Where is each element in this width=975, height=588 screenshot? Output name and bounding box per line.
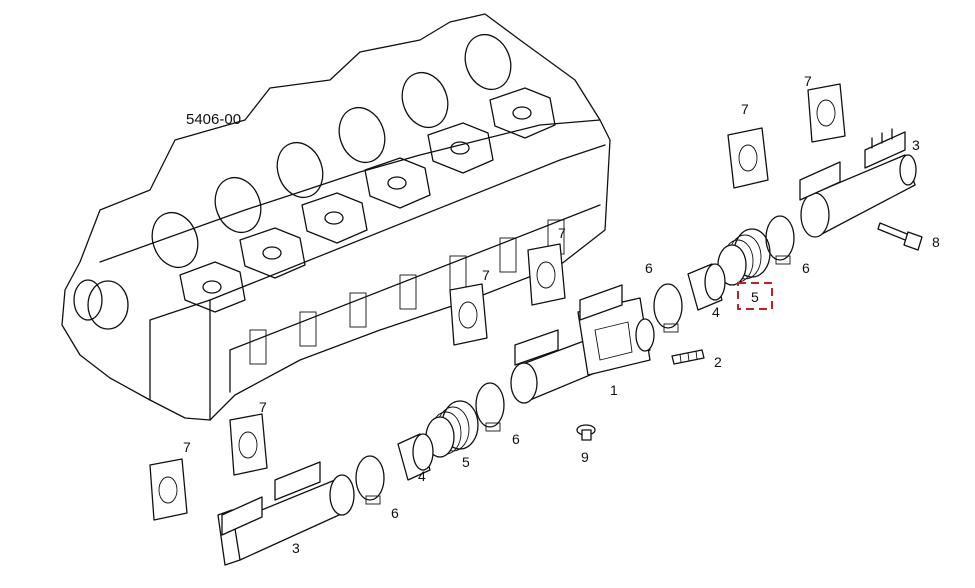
- label-9: 9: [581, 449, 589, 465]
- sleeve-4-right: [687, 263, 726, 311]
- label-1: 1: [610, 382, 618, 398]
- bellows-5-left: [425, 400, 479, 458]
- clamp-6-a: [765, 215, 795, 265]
- label-7-b: 7: [804, 73, 812, 89]
- label-2: 2: [714, 354, 722, 370]
- label-6-c: 6: [512, 431, 520, 447]
- label-5-left: 5: [462, 454, 470, 470]
- label-8: 8: [932, 234, 940, 250]
- label-4-left: 4: [418, 468, 426, 484]
- label-3-right: 3: [912, 137, 920, 153]
- label-7-f: 7: [183, 439, 191, 455]
- plug-9: [576, 424, 596, 441]
- sleeve-4-left: [397, 433, 434, 481]
- label-7-c: 7: [558, 225, 566, 241]
- label-7-e: 7: [259, 399, 267, 415]
- gasket-7-e: [229, 413, 268, 476]
- label-6-b: 6: [802, 260, 810, 276]
- bellows-5-right: [717, 228, 771, 286]
- clamp-6-d: [355, 455, 385, 505]
- gasket-7-a: [727, 127, 769, 189]
- gasket-7-c: [527, 243, 566, 306]
- bolt-8: [877, 222, 923, 251]
- manifold-end-left: [217, 461, 355, 566]
- manifold-end-right: [799, 128, 917, 238]
- label-7-d: 7: [482, 267, 490, 283]
- cylinder-head: [61, 13, 611, 421]
- label-6-d: 6: [391, 505, 399, 521]
- manifold-center: [510, 284, 655, 404]
- label-7-a: 7: [741, 101, 749, 117]
- label-6-a: 6: [645, 260, 653, 276]
- clamp-6-b: [653, 283, 683, 333]
- gasket-7-d: [449, 283, 488, 346]
- clamp-6-c: [475, 382, 505, 432]
- stud-2: [671, 349, 705, 365]
- highlight-box: [737, 282, 773, 310]
- label-4-right: 4: [712, 304, 720, 320]
- gasket-7-f: [149, 458, 188, 521]
- label-3-left: 3: [292, 540, 300, 556]
- reference-code: 5406-00: [186, 111, 241, 128]
- gasket-7-b: [807, 83, 846, 143]
- label-5-right: 5: [751, 289, 759, 305]
